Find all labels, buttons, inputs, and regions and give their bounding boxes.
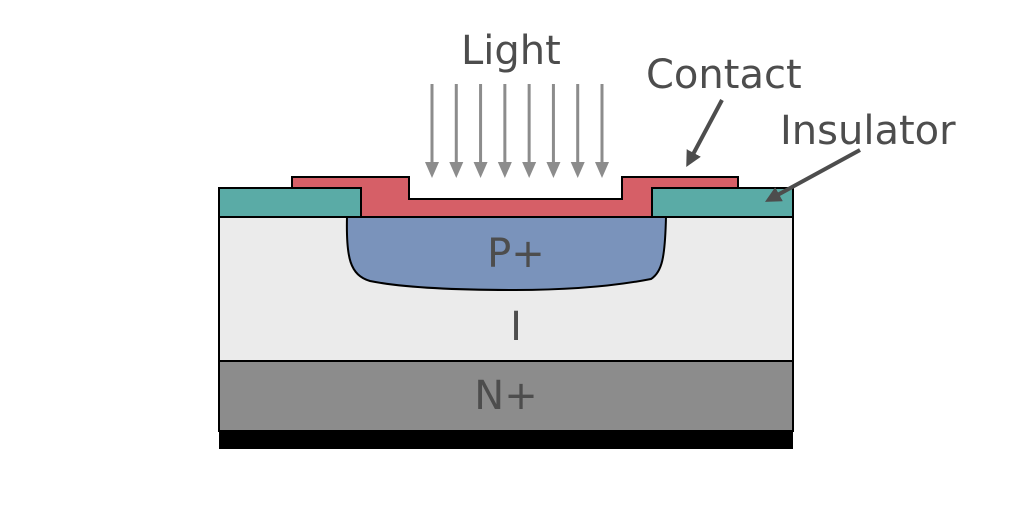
insulator-right [651,187,794,218]
insulator-pointer-arrow [764,148,861,202]
contact-pointer-arrow [686,99,724,168]
n-plus-region [218,360,794,432]
light-arrows [425,84,609,178]
light-arrow-head [522,162,537,178]
p-plus-region [345,216,668,292]
metal-contact [291,176,739,218]
light-arrow-head [449,162,464,178]
light-arrow-head [546,162,561,178]
light-arrow-head [595,162,609,178]
light-arrow-head [473,162,488,178]
light-arrow-head [425,162,439,178]
insulator-left [218,187,362,218]
back-contact-layer [219,431,793,449]
light-arrow-head [570,162,585,178]
light-arrow-head [497,162,512,178]
